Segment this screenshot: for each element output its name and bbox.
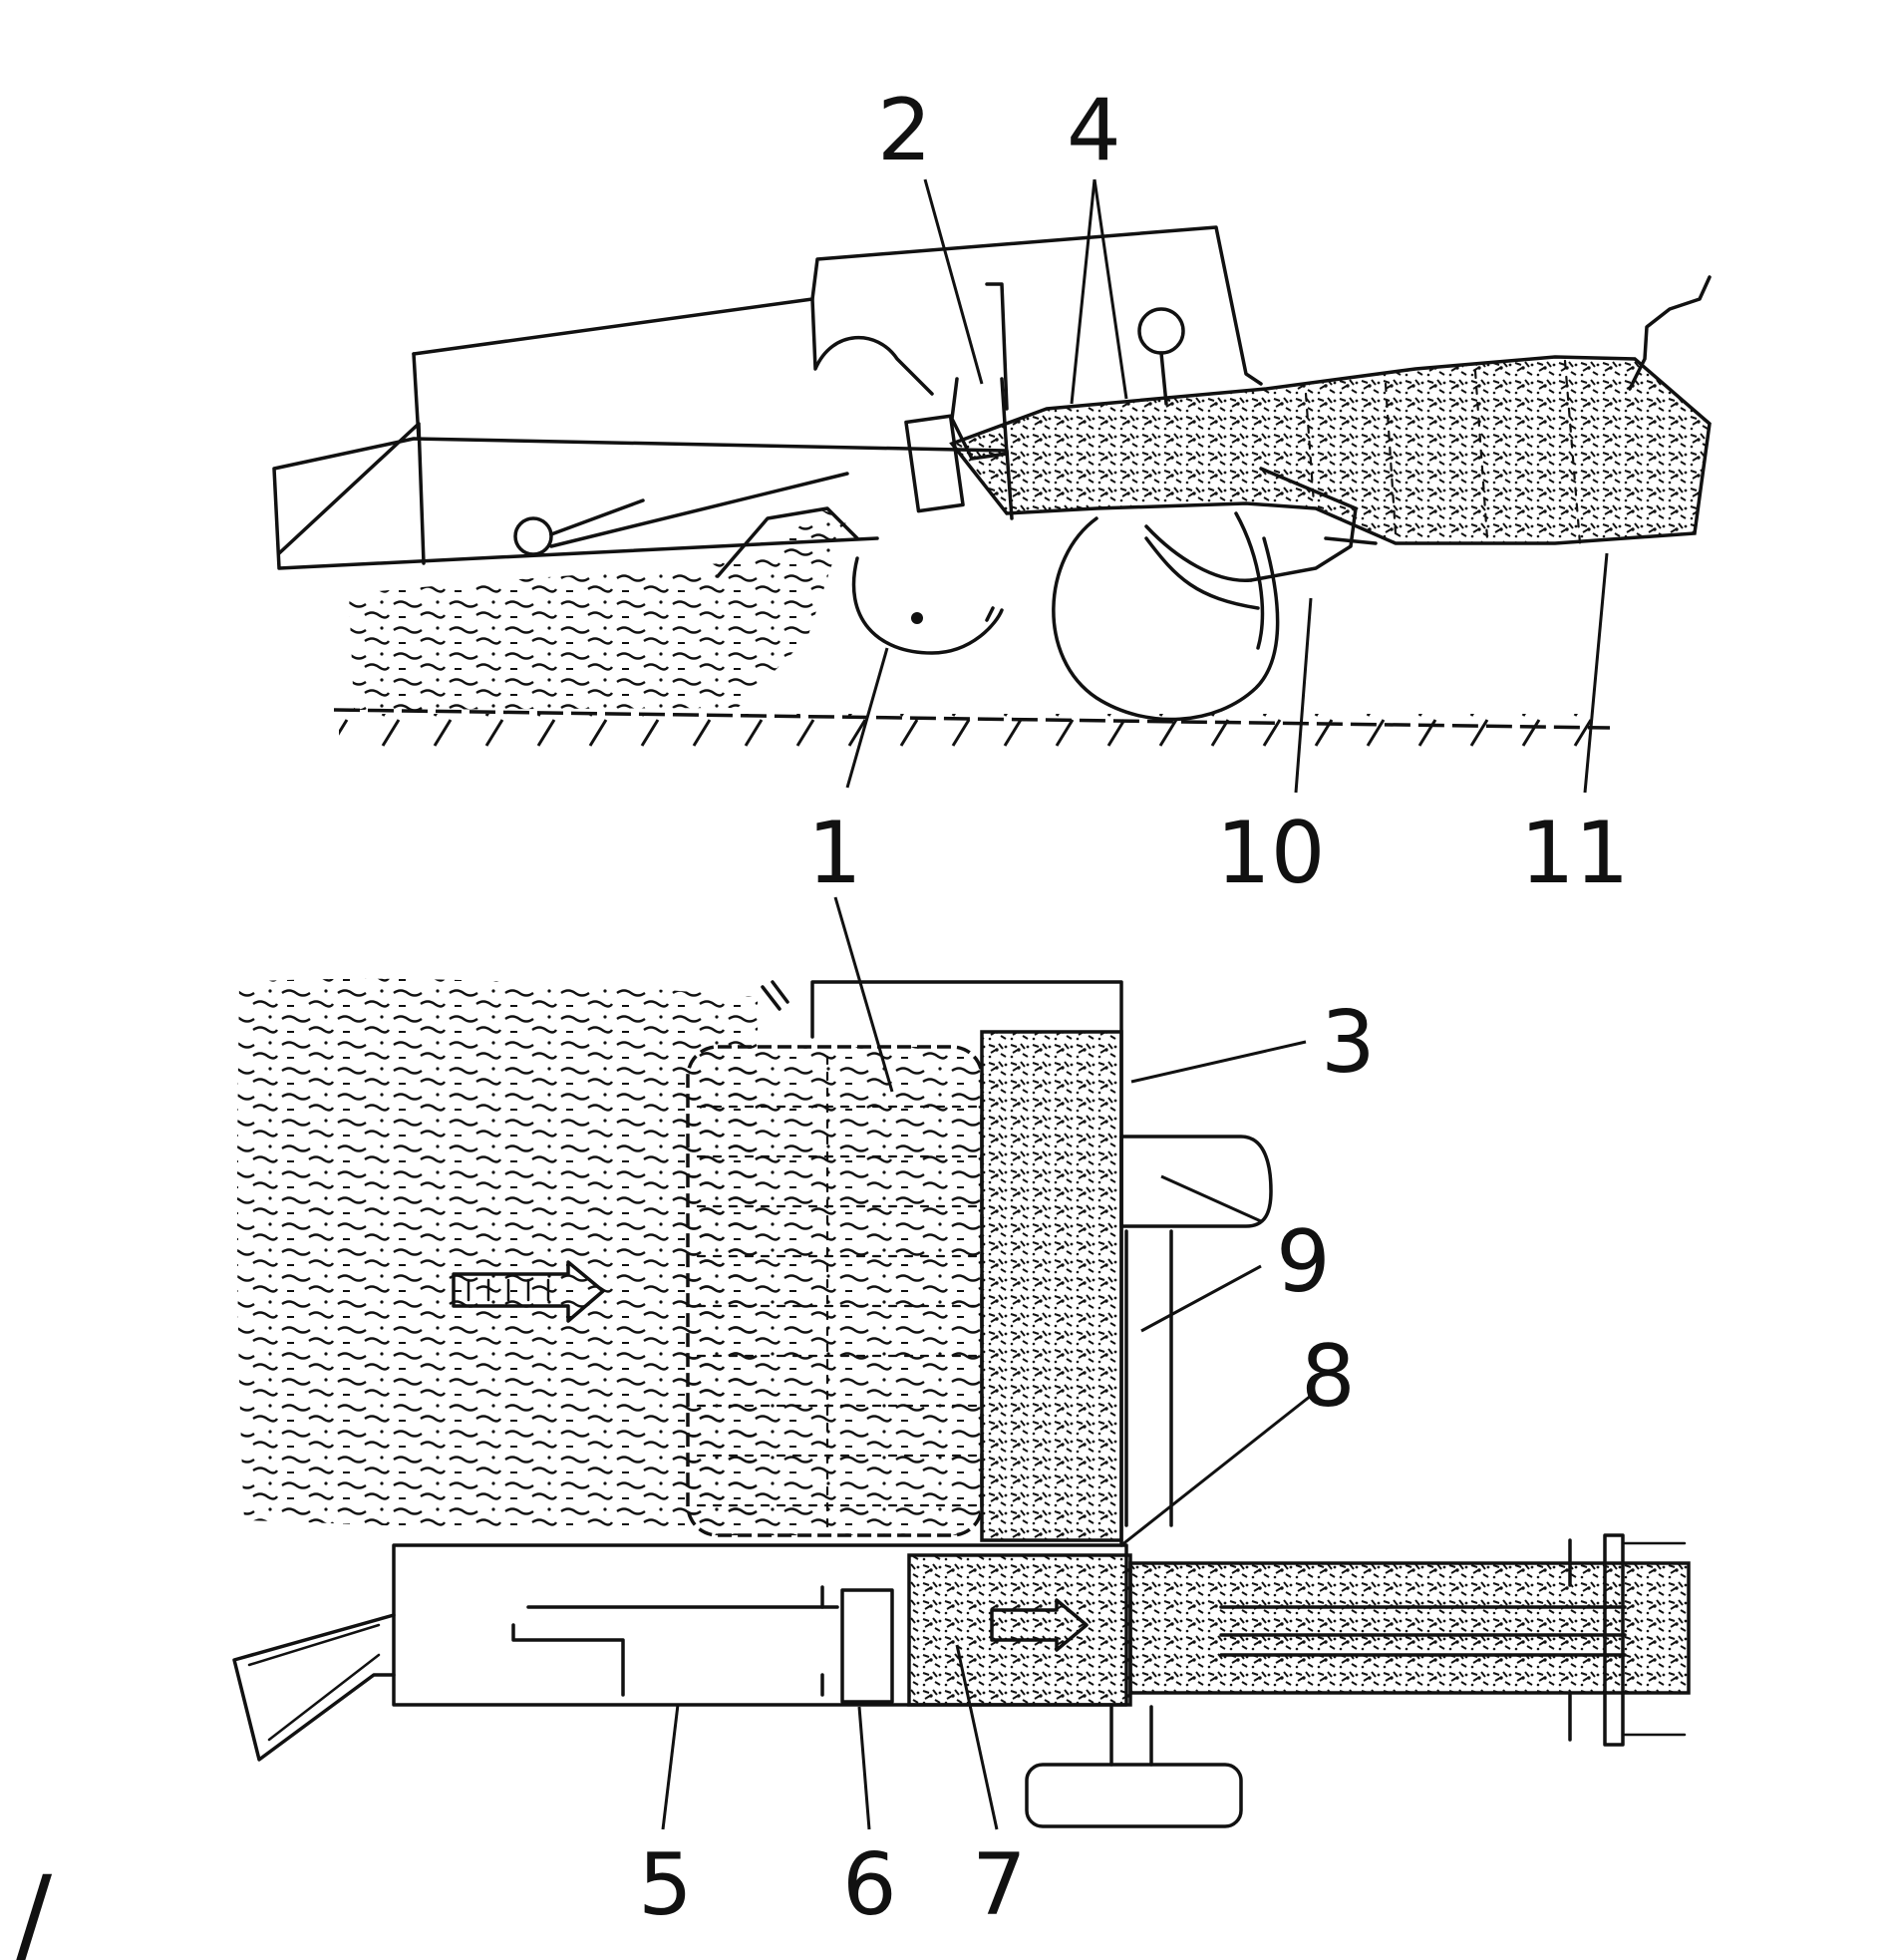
ground-line xyxy=(333,708,1611,748)
callouts: 2 4 1 10 11 3 9 8 5 6 7 / xyxy=(15,81,1629,1960)
header-lever xyxy=(761,980,789,1011)
stuffer-arrow xyxy=(990,1598,1089,1652)
callout-2: 2 xyxy=(877,81,932,180)
side-wheel-top xyxy=(1119,1135,1273,1527)
rear-wheel-top xyxy=(1025,1763,1243,1828)
wheel-stub xyxy=(1109,1705,1153,1767)
bale-chamber xyxy=(949,355,1712,545)
callout-11: 11 xyxy=(1520,804,1629,903)
upper-housing xyxy=(412,225,1263,386)
tow-hitch-inner xyxy=(247,1623,381,1742)
bale-chute xyxy=(1144,467,1378,582)
drive-rod xyxy=(549,472,849,548)
top-view xyxy=(232,978,1691,1828)
drawbar xyxy=(272,437,1014,570)
callout-9: 9 xyxy=(1276,1212,1331,1312)
cab-notch xyxy=(810,297,934,396)
callout-4: 4 xyxy=(1067,81,1121,180)
pickup-deck xyxy=(686,1045,984,1537)
hitch-frame xyxy=(277,422,426,565)
side-view xyxy=(272,225,1712,748)
callout-6: 6 xyxy=(842,1835,897,1935)
feeder-zone xyxy=(980,1030,1123,1542)
housing-front xyxy=(412,352,421,441)
tow-hitch xyxy=(232,1613,396,1762)
travel-direction-arrow xyxy=(452,1260,605,1323)
callout-5: 5 xyxy=(638,1835,693,1935)
bale-channel-top xyxy=(1128,1561,1691,1695)
swath-side xyxy=(349,508,847,710)
stuffer-chamber xyxy=(907,1553,1132,1707)
plunger-drive xyxy=(511,1585,894,1704)
delivery-arm xyxy=(1628,275,1712,391)
channel-end-gate xyxy=(1568,1533,1687,1747)
callout-7: 7 xyxy=(972,1835,1027,1935)
callout-1: 1 xyxy=(807,804,862,903)
callout-3: 3 xyxy=(1321,993,1376,1093)
flywheel xyxy=(513,498,645,556)
callout-10: 10 xyxy=(1216,804,1325,903)
margin-mark: / xyxy=(15,1852,53,1960)
channel-rails xyxy=(1219,1605,1627,1657)
main-wheel-side xyxy=(1052,511,1280,722)
leader-lines xyxy=(661,178,1609,1830)
bale-divisions xyxy=(1304,359,1582,545)
pickup-drum xyxy=(851,556,1004,655)
windrow-top xyxy=(236,978,758,1532)
callout-8: 8 xyxy=(1301,1327,1356,1427)
feed-arm xyxy=(716,506,859,578)
